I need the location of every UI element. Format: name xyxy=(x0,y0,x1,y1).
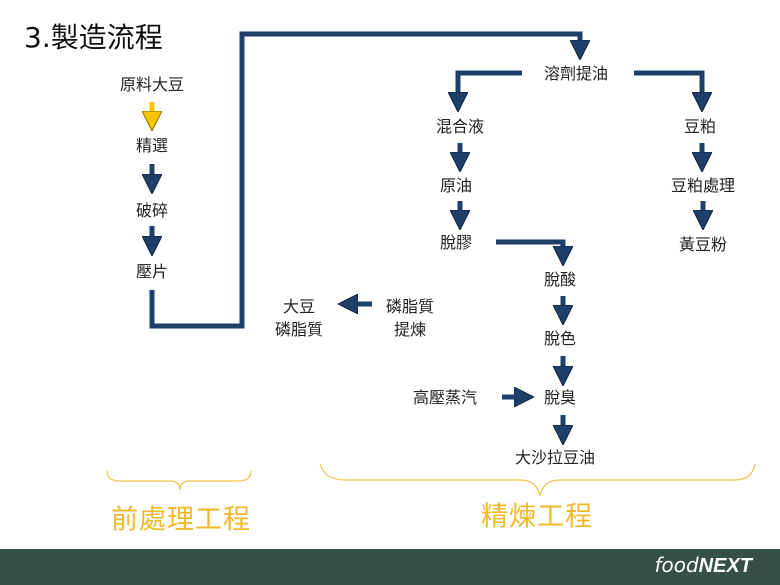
footer-bar: foodNEXT xyxy=(0,549,780,585)
arrow-extraction-meal xyxy=(634,70,702,102)
page-title: 3.製造流程 xyxy=(24,21,163,54)
step-high-pressure-steam: 高壓蒸汽 xyxy=(412,388,478,407)
step-salad-oil: 大沙拉豆油 xyxy=(514,448,596,467)
step-soy-flour: 黃豆粉 xyxy=(678,235,728,254)
step-deacidification: 脫酸 xyxy=(543,270,577,289)
step-flaking: 壓片 xyxy=(135,262,169,281)
brace-refining xyxy=(319,463,756,497)
step-crude-oil: 原油 xyxy=(439,176,473,195)
step-phospholipid-refining: 磷脂質 提煉 xyxy=(386,295,434,341)
step-selection: 精選 xyxy=(135,136,169,155)
foodnext-logo: foodNEXT xyxy=(654,553,752,578)
connector-flaking-extraction xyxy=(149,31,580,329)
phospholipid-refining-line2: 提煉 xyxy=(393,320,427,339)
arrow-degumming-deacid xyxy=(496,239,563,256)
brace-pretreatment xyxy=(106,470,252,491)
step-crushing: 破碎 xyxy=(135,201,169,220)
step-raw-soybean: 原料大豆 xyxy=(119,75,185,94)
soy-lecithin-line2: 磷脂質 xyxy=(274,320,324,339)
logo-next: NEXT xyxy=(698,555,752,577)
step-solvent-extraction: 溶劑提油 xyxy=(543,64,609,83)
step-miscella: 混合液 xyxy=(435,117,485,136)
arrow-extraction-miscella xyxy=(458,70,522,102)
step-bleaching: 脫色 xyxy=(543,329,577,348)
soy-lecithin-line1: 大豆 xyxy=(282,297,316,316)
stage-refining: 精煉工程 xyxy=(481,501,593,533)
step-soybean-meal: 豆粕 xyxy=(683,117,717,136)
phospholipid-refining-line1: 磷脂質 xyxy=(385,297,435,316)
stage-pretreatment: 前處理工程 xyxy=(111,504,251,536)
logo-food: food xyxy=(654,553,699,577)
step-deodorization: 脫臭 xyxy=(543,388,577,407)
step-degumming: 脫膠 xyxy=(439,233,473,252)
step-meal-processing: 豆粕處理 xyxy=(670,176,736,195)
step-soy-lecithin: 大豆 磷脂質 xyxy=(275,295,323,341)
